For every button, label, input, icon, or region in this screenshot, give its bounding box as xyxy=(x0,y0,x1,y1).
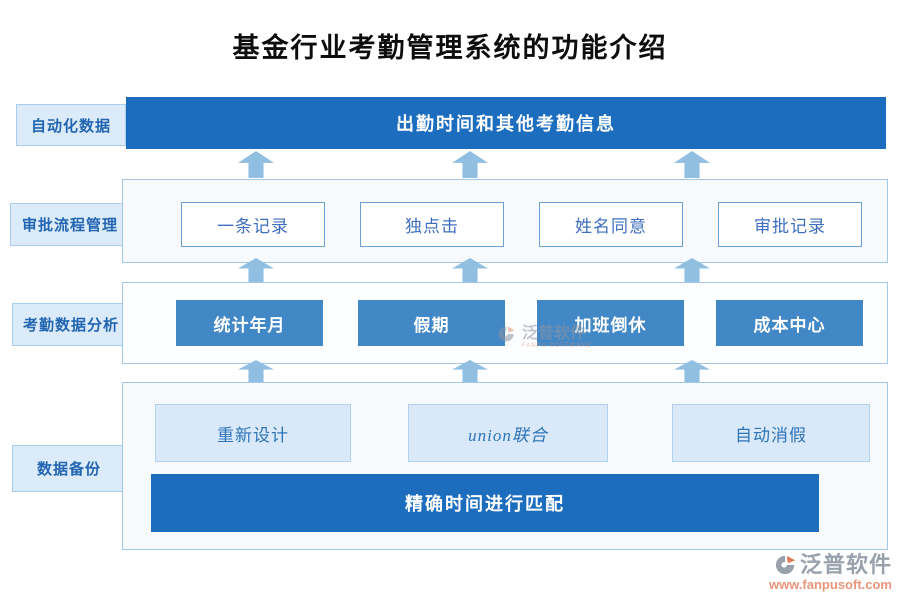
fanpu-logo-icon xyxy=(498,326,515,342)
side-label-data-backup: 数据备份 xyxy=(12,445,126,492)
backup-box-redesign: 重新设计 xyxy=(155,404,351,462)
backup-box-union: union联合 xyxy=(408,404,608,462)
analysis-box-holiday: 假期 xyxy=(358,300,505,346)
page-title: 基金行业考勤管理系统的功能介绍 xyxy=(232,33,668,63)
side-label-attendance-analysis: 考勤数据分析 xyxy=(12,303,130,346)
approval-box-single-record: 一条记录 xyxy=(181,202,325,247)
watermark-brand-text: 泛普软件 xyxy=(522,325,587,342)
backup-box-auto-cancel-leave: 自动消假 xyxy=(672,404,870,462)
side-label-automation-data: 自动化数据 xyxy=(16,104,126,146)
side-label-approval-flow: 审批流程管理 xyxy=(10,203,130,246)
fanpu-logo-icon xyxy=(775,555,796,575)
footer-brand-url: www.fanpusoft.com xyxy=(768,577,892,592)
analysis-box-statistics-month: 统计年月 xyxy=(176,300,323,346)
analysis-box-overtime-comp: 加班倒休 xyxy=(537,300,684,346)
approval-box-approval-record: 审批记录 xyxy=(718,202,862,247)
up-arrow-icon xyxy=(452,151,488,178)
up-arrow-icon xyxy=(238,151,274,178)
footer-brand-name: 泛普软件 xyxy=(799,552,892,577)
watermark-logo: 泛普软件 FANPU SOFTWARE xyxy=(498,325,591,349)
watermark-caption-text: FANPU SOFTWARE xyxy=(522,343,592,349)
approval-box-name-agree: 姓名同意 xyxy=(539,202,683,247)
footer-brand-block: 泛普软件 www.fanpusoft.com xyxy=(768,552,892,593)
top-banner-attendance-info: 出勤时间和其他考勤信息 xyxy=(126,97,886,149)
up-arrow-icon xyxy=(674,151,710,178)
bottom-banner-time-match: 精确时间进行匹配 xyxy=(151,474,819,532)
approval-box-single-click: 独点击 xyxy=(360,202,504,247)
analysis-box-cost-center: 成本中心 xyxy=(716,300,863,346)
